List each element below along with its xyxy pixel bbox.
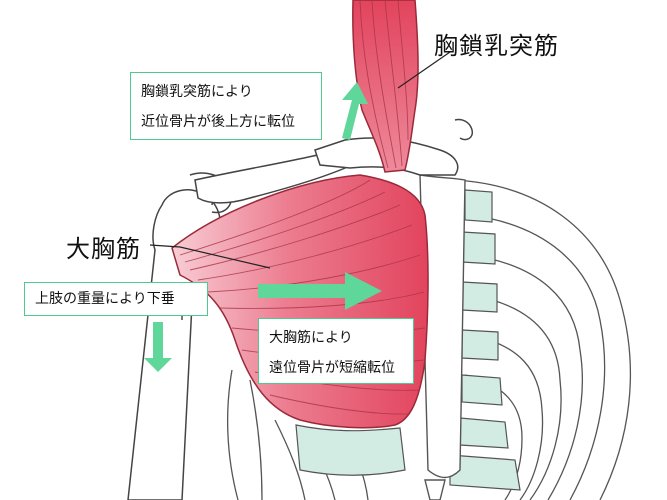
callout-proximal-fragment: 胸鎖乳突筋により 近位骨片が後上方に転位 <box>130 72 322 140</box>
callout-arm-line1: 上肢の重量により下垂 <box>35 291 175 307</box>
arrow-up-proximal <box>342 82 368 140</box>
callout-distal-fragment: 大胸筋により 遠位骨片が短縮転位 <box>258 318 414 384</box>
callout-proximal-line1: 胸鎖乳突筋により <box>141 84 253 100</box>
callout-distal-line1: 大胸筋により <box>269 330 353 346</box>
label-pectoralis-major: 大胸筋 <box>66 235 141 263</box>
callout-distal-line2: 遠位骨片が短縮転位 <box>269 360 395 376</box>
callout-arm-weight: 上肢の重量により下垂 <box>24 282 208 316</box>
callout-proximal-line2: 近位骨片が後上方に転位 <box>141 114 295 130</box>
sternocleidomastoid-muscle <box>352 0 419 173</box>
arrow-down-arm <box>144 322 172 372</box>
label-sternocleidomastoid: 胸鎖乳突筋 <box>434 32 559 60</box>
costal-cartilages <box>295 189 521 491</box>
distal-clavicle-fragment <box>194 151 354 204</box>
arrow-right-pectoralis <box>258 272 382 310</box>
displacement-arrows <box>144 82 382 372</box>
sternum <box>419 174 466 500</box>
